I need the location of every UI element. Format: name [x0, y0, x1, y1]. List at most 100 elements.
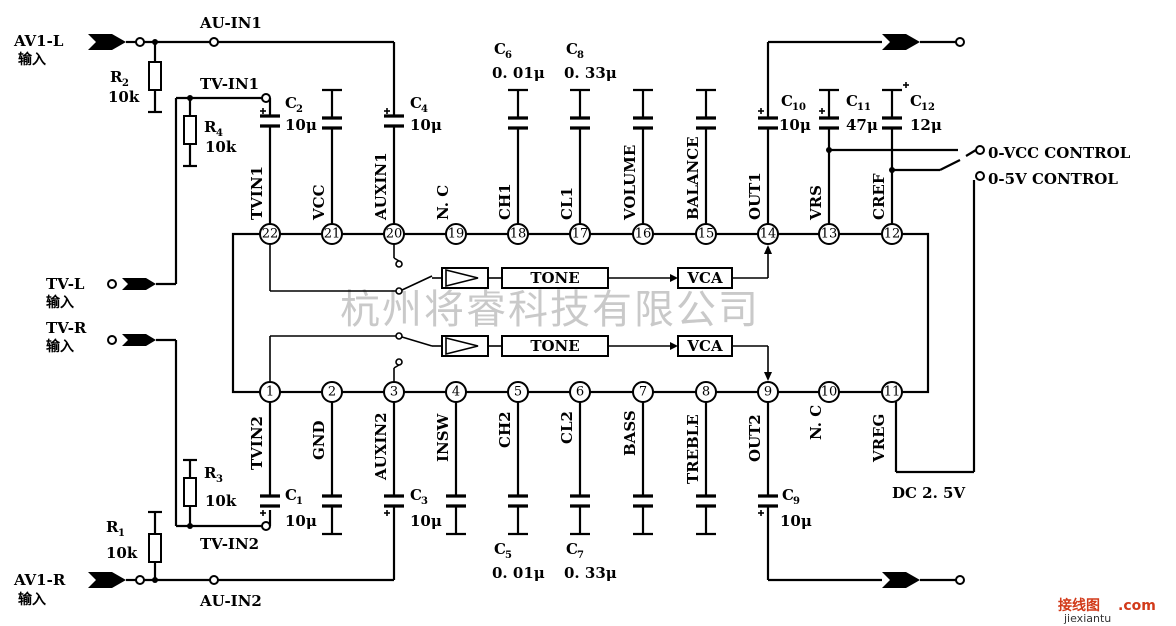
svg-text:C: C — [782, 486, 794, 504]
r1-sub: 1 — [118, 528, 125, 539]
svg-text:2: 2 — [328, 385, 336, 400]
svg-text:C: C — [410, 94, 422, 112]
capacitor-volume — [633, 88, 653, 224]
svg-text:10μ: 10μ — [285, 116, 317, 134]
pin-label-out2: OUT2 — [746, 414, 764, 462]
pin-label-cl1: CL1 — [558, 187, 576, 220]
r1-value: 10k — [106, 544, 138, 562]
vca-block-1-label: VCA — [686, 269, 723, 287]
svg-text:12: 12 — [884, 227, 901, 242]
svg-text:15: 15 — [698, 227, 715, 242]
r2-sub: 2 — [122, 78, 129, 89]
tone-block-2-label: TONE — [530, 337, 579, 355]
pin-label-vcc: VCC — [310, 184, 328, 221]
pin-label-ch1: CH1 — [496, 183, 514, 220]
input-tv-l: TV-L 输入 — [46, 275, 176, 311]
svg-text:13: 13 — [821, 227, 838, 242]
net-tv-in2: TV-IN2 — [200, 535, 259, 553]
svg-text:6: 6 — [505, 50, 512, 61]
control-switch: 0-VCC CONTROL 0-5V CONTROL DC 2. 5V — [829, 144, 1131, 502]
capacitor-c9: C 9 10μ — [758, 402, 965, 588]
pin-label-tvin2: TVIN2 — [248, 416, 266, 470]
pin-label-volume: VOLUME — [621, 145, 639, 221]
logo-main: 接线图 — [1058, 597, 1100, 614]
svg-text:19: 19 — [448, 227, 465, 242]
capacitor-c4: C 4 10μ — [384, 42, 442, 224]
net-au-in1: AU-IN1 — [199, 14, 262, 32]
pin-21: 21 — [321, 223, 343, 245]
input-tv-r: TV-R 输入 — [46, 319, 178, 526]
svg-text:9: 9 — [793, 496, 800, 507]
pin-label-bass: BASS — [621, 410, 639, 456]
pin-1: 1 — [259, 381, 281, 403]
label-av1-r: AV1-R — [13, 571, 66, 589]
pin-16: 16 — [632, 223, 654, 245]
svg-text:0. 33μ: 0. 33μ — [564, 564, 617, 582]
internal-channel-1: TONE VCA — [269, 244, 772, 295]
label-tv-r-sub: 输入 — [46, 338, 74, 355]
logo-site: jiexiantu — [1063, 612, 1111, 625]
pin-2: 2 — [321, 381, 343, 403]
r4-value: 10k — [205, 138, 237, 156]
svg-text:1: 1 — [296, 496, 303, 507]
pin-label-gnd: GND — [310, 420, 328, 460]
watermark: 杭州将睿科技有限公司 — [340, 287, 760, 333]
svg-text:10μ: 10μ — [410, 512, 442, 530]
pin-13: 13 — [818, 223, 840, 245]
svg-text:10μ: 10μ — [779, 116, 811, 134]
svg-text:10: 10 — [821, 385, 838, 400]
capacitor-c2: C 2 10μ — [260, 94, 317, 224]
resistor-r4: R 4 10k — [183, 98, 237, 168]
logo-dot-com: .com — [1118, 598, 1156, 614]
svg-text:9: 9 — [764, 385, 772, 400]
label-5v-control: 0-5V CONTROL — [988, 170, 1118, 188]
pin-label-insw: INSW — [434, 412, 452, 462]
label-tv-l: TV-L — [46, 275, 85, 293]
svg-text:2: 2 — [296, 104, 303, 115]
capacitor-vcc — [322, 88, 342, 224]
svg-text:12: 12 — [921, 102, 935, 113]
pin-19: 19 — [445, 223, 467, 245]
svg-text:4: 4 — [452, 385, 460, 400]
svg-text:0. 01μ: 0. 01μ — [492, 64, 545, 82]
label-av1-r-sub: 输入 — [18, 591, 46, 608]
pin-label-treble: TREBLE — [684, 414, 702, 484]
resistor-r3: R 3 10k — [183, 458, 237, 529]
r4-ref: R — [204, 118, 217, 136]
capacitor-treble — [696, 402, 716, 536]
label-vcc-control: 0-VCC CONTROL — [988, 144, 1131, 162]
label-av1-l: AV1-L — [13, 32, 64, 50]
pin-label-cref: CREF — [870, 173, 888, 220]
pin-labels-top: TVIN1 VCC AUXIN1 N. C CH1 CL1 VOLUME BAL… — [248, 136, 888, 221]
pin-11: 11 — [881, 381, 903, 403]
svg-text:4: 4 — [421, 104, 428, 115]
svg-text:5: 5 — [505, 550, 512, 561]
capacitor-c6: C 6 0. 01μ — [492, 40, 545, 224]
pin-label-auxin1: AUXIN1 — [372, 152, 390, 221]
svg-text:0. 01μ: 0. 01μ — [492, 564, 545, 582]
svg-text:3: 3 — [390, 385, 398, 400]
pin-label-cl2: CL2 — [558, 411, 576, 444]
svg-text:10μ: 10μ — [410, 116, 442, 134]
vca-block-2-label: VCA — [686, 337, 723, 355]
site-logo: 接线图 .com jiexiantu — [1058, 597, 1156, 625]
pin-label-auxin2: AUXIN2 — [372, 412, 390, 481]
svg-text:11: 11 — [857, 102, 871, 113]
svg-text:16: 16 — [635, 227, 652, 242]
r3-sub: 3 — [216, 474, 223, 485]
r4-sub: 4 — [216, 128, 223, 139]
svg-text:3: 3 — [421, 496, 428, 507]
pin-22: 22 — [259, 223, 281, 245]
resistor-r2: R 2 10k — [108, 42, 162, 114]
pin-label-vreg: VREG — [870, 414, 888, 463]
pin-5: 5 — [507, 381, 529, 403]
r3-ref: R — [204, 464, 217, 482]
label-tv-r: TV-R — [46, 319, 87, 337]
pin-4: 4 — [445, 381, 467, 403]
svg-text:11: 11 — [884, 385, 901, 400]
capacitor-c5: C 5 0. 01μ — [492, 402, 545, 582]
pin-8: 8 — [695, 381, 717, 403]
pin-20: 20 — [383, 223, 405, 245]
pin-7: 7 — [632, 381, 654, 403]
svg-text:1: 1 — [266, 385, 274, 400]
